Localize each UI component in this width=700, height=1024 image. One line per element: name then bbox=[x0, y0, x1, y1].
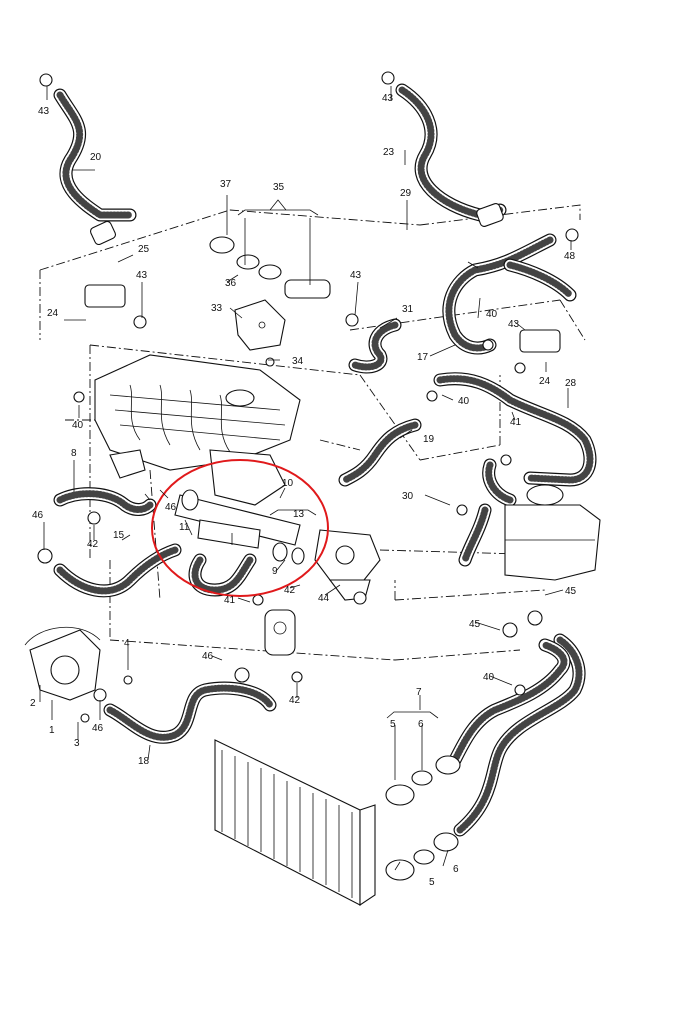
callout-24: 24 bbox=[539, 376, 551, 387]
callout-43: 43 bbox=[508, 319, 520, 330]
callout-labels: 43 20 43 23 37 35 29 48 25 43 36 43 24 3… bbox=[30, 93, 577, 888]
intake-manifold bbox=[94, 354, 301, 506]
callout-23: 23 bbox=[383, 147, 395, 158]
expansion-tank bbox=[504, 484, 601, 581]
callout-4: 4 bbox=[124, 638, 130, 649]
hose-41 bbox=[188, 553, 257, 597]
callout-8: 8 bbox=[71, 448, 77, 459]
callout-46: 46 bbox=[165, 502, 177, 513]
callout-15: 15 bbox=[113, 530, 125, 541]
hose-23 bbox=[395, 83, 507, 227]
callout-33: 33 bbox=[211, 303, 223, 314]
hose-18 bbox=[103, 681, 277, 744]
callout-40: 40 bbox=[458, 396, 470, 407]
callout-46: 46 bbox=[32, 510, 44, 521]
hose-7-lower-radiator bbox=[453, 633, 586, 837]
callout-45: 45 bbox=[469, 619, 481, 630]
callout-45: 45 bbox=[565, 586, 577, 597]
callout-25: 25 bbox=[138, 244, 150, 255]
coolant-pipe-35 bbox=[209, 236, 331, 299]
coolant-pipe-9 bbox=[197, 519, 305, 565]
callout-3: 3 bbox=[74, 738, 80, 749]
callout-41: 41 bbox=[510, 417, 522, 428]
radiator bbox=[214, 739, 376, 907]
highlight-circle bbox=[151, 459, 329, 597]
callout-11: 11 bbox=[179, 522, 190, 533]
callout-43: 43 bbox=[136, 270, 148, 281]
callout-43: 43 bbox=[38, 106, 50, 117]
callout-29: 29 bbox=[400, 188, 412, 199]
callout-6: 6 bbox=[418, 719, 424, 730]
hose-7-upper-radiator bbox=[448, 638, 571, 767]
callout-20: 20 bbox=[90, 152, 102, 163]
callout-37: 37 bbox=[220, 179, 232, 190]
flange-42-lower bbox=[264, 609, 296, 656]
callout-2: 2 bbox=[30, 698, 36, 709]
callout-40: 40 bbox=[483, 672, 495, 683]
callout-30: 30 bbox=[402, 491, 414, 502]
callout-40: 40 bbox=[486, 309, 498, 320]
callout-36: 36 bbox=[225, 278, 237, 289]
callout-17: 17 bbox=[417, 352, 429, 363]
callout-48: 48 bbox=[564, 251, 576, 262]
water-pump bbox=[24, 626, 101, 701]
callout-18: 18 bbox=[138, 756, 150, 767]
callout-43: 43 bbox=[382, 93, 394, 104]
callout-5: 5 bbox=[390, 719, 396, 730]
hose-tank-feed bbox=[458, 458, 517, 567]
hose-clamps bbox=[37, 71, 579, 723]
bracket-33 bbox=[234, 299, 286, 351]
callout-6: 6 bbox=[453, 864, 459, 875]
radiator-couplings bbox=[385, 755, 461, 881]
callout-40: 40 bbox=[72, 420, 84, 431]
hose-31 bbox=[348, 318, 402, 374]
callout-19: 19 bbox=[423, 434, 435, 445]
hose-15 bbox=[53, 543, 182, 598]
leader-lines bbox=[39, 86, 572, 871]
connector-flange-43 bbox=[84, 284, 561, 353]
callout-34: 34 bbox=[292, 356, 304, 367]
callout-1: 1 bbox=[49, 725, 55, 736]
callout-13: 13 bbox=[293, 509, 305, 520]
callout-43: 43 bbox=[350, 270, 362, 281]
callout-9: 9 bbox=[272, 566, 278, 577]
callout-28: 28 bbox=[565, 378, 577, 389]
callout-24: 24 bbox=[47, 308, 59, 319]
callout-41: 41 bbox=[224, 595, 236, 606]
hose-17 bbox=[442, 233, 557, 355]
callout-10: 10 bbox=[282, 478, 294, 489]
callout-31: 31 bbox=[402, 304, 414, 315]
callout-46: 46 bbox=[92, 723, 104, 734]
callout-42: 42 bbox=[289, 695, 301, 706]
hose-19 bbox=[338, 418, 422, 487]
callout-42: 42 bbox=[284, 585, 296, 596]
callout-42: 42 bbox=[87, 539, 99, 550]
callout-35: 35 bbox=[273, 182, 285, 193]
callout-44: 44 bbox=[318, 593, 330, 604]
hose-8 bbox=[53, 487, 157, 516]
thermostat-housing bbox=[314, 529, 381, 601]
coolant-pipe-10 bbox=[174, 489, 301, 546]
callout-7: 7 bbox=[416, 687, 422, 698]
callout-46: 46 bbox=[202, 651, 214, 662]
hose-upper-right bbox=[503, 258, 577, 302]
callout-5: 5 bbox=[429, 877, 435, 888]
hose-20 bbox=[53, 88, 137, 246]
hose-28 bbox=[433, 372, 597, 487]
